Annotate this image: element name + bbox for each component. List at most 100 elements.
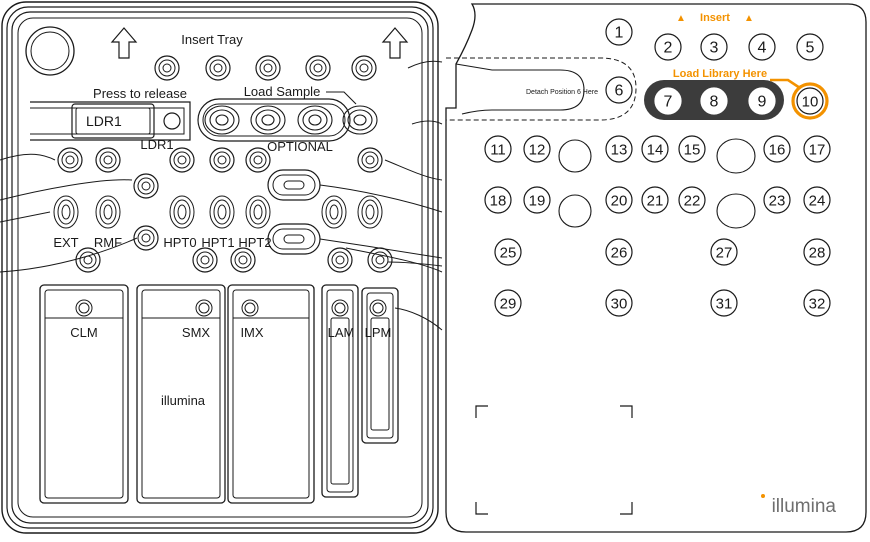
reagent-well-clm[interactable] <box>39 284 129 504</box>
load-sample-port[interactable] <box>204 105 240 135</box>
fluid-port[interactable] <box>95 147 121 173</box>
position-label: 26 <box>611 245 628 262</box>
detach-position-label: Detach Position 6 Here <box>526 89 598 96</box>
ldr1-slot-label: LDR1 <box>86 113 122 129</box>
fluid-port[interactable] <box>230 247 256 273</box>
position-26[interactable]: 26 <box>605 238 633 266</box>
position-8[interactable]: 8 <box>700 87 728 115</box>
well-port[interactable] <box>195 299 213 317</box>
port-group <box>53 55 393 317</box>
position-30[interactable]: 30 <box>605 289 633 317</box>
position-label: 13 <box>611 142 628 159</box>
position-25[interactable]: 25 <box>494 238 522 266</box>
position-label: 16 <box>769 142 786 159</box>
position-3[interactable]: 3 <box>700 33 728 61</box>
fluid-port-oval[interactable] <box>321 195 347 229</box>
fluid-port[interactable] <box>327 247 353 273</box>
fluid-port[interactable] <box>205 55 231 81</box>
position-12[interactable]: 12 <box>523 135 551 163</box>
position-15[interactable]: 15 <box>678 135 706 163</box>
position-label: 27 <box>716 245 733 262</box>
hpt1-label: HPT1 <box>201 235 234 250</box>
corner-bracket <box>620 405 633 418</box>
library-card-labels: ▲ Insert ▲ Load Library Here Detach Posi… <box>526 12 836 517</box>
position-2[interactable]: 2 <box>654 33 682 61</box>
position-5[interactable]: 5 <box>796 33 824 61</box>
position-label: 22 <box>684 193 701 210</box>
rmf-label: RMF <box>94 235 122 250</box>
well-port[interactable] <box>75 299 93 317</box>
position-31[interactable]: 31 <box>710 289 738 317</box>
load-sample-port[interactable] <box>342 105 378 135</box>
position-32[interactable]: 32 <box>803 289 831 317</box>
fluid-port[interactable] <box>169 147 195 173</box>
position-24[interactable]: 24 <box>803 186 831 214</box>
reagent-well-imx[interactable] <box>227 284 315 504</box>
position-14[interactable]: 14 <box>641 135 669 163</box>
fluid-port[interactable] <box>209 147 235 173</box>
position-28[interactable]: 28 <box>803 238 831 266</box>
position-11[interactable]: 11 <box>484 135 512 163</box>
fluid-port-oval[interactable] <box>209 195 235 229</box>
well-port[interactable] <box>241 299 259 317</box>
fluid-port[interactable] <box>245 147 271 173</box>
fluid-port[interactable] <box>57 147 83 173</box>
fluid-port[interactable] <box>154 55 180 81</box>
position-18[interactable]: 18 <box>484 186 512 214</box>
reagent-well-lam[interactable] <box>321 284 359 498</box>
position-1[interactable]: 1 <box>605 18 633 46</box>
position-label: 15 <box>684 142 701 159</box>
position-label: 6 <box>615 83 624 100</box>
fluid-port-oval[interactable] <box>53 195 79 229</box>
position-20[interactable]: 20 <box>605 186 633 214</box>
position-9[interactable]: 9 <box>748 87 776 115</box>
lam-label: LAM <box>328 325 355 340</box>
well-port[interactable] <box>369 299 387 317</box>
position-label: 9 <box>758 94 767 111</box>
position-19[interactable]: 19 <box>523 186 551 214</box>
position-13[interactable]: 13 <box>605 135 633 163</box>
fluid-port[interactable] <box>255 55 281 81</box>
position-7[interactable]: 7 <box>654 87 682 115</box>
fluid-port[interactable] <box>305 55 331 81</box>
reagent-well-lpm[interactable] <box>361 287 399 444</box>
position-4[interactable]: 4 <box>748 33 776 61</box>
well-port[interactable] <box>331 299 349 317</box>
fluid-port[interactable] <box>133 225 159 251</box>
position-16[interactable]: 16 <box>763 135 791 163</box>
position-22[interactable]: 22 <box>678 186 706 214</box>
blank-hole <box>716 138 756 174</box>
fluid-port-oval[interactable] <box>357 195 383 229</box>
position-29[interactable]: 29 <box>494 289 522 317</box>
fluid-port[interactable] <box>75 247 101 273</box>
ldr1-slot[interactable] <box>30 101 191 141</box>
fluid-port[interactable] <box>192 247 218 273</box>
fluid-port[interactable] <box>357 147 383 173</box>
ldr1-port[interactable] <box>163 112 181 130</box>
position-label: 14 <box>647 142 664 159</box>
position-10[interactable]: 10 <box>796 87 824 115</box>
fluid-port-oval[interactable] <box>169 195 195 229</box>
position-label: 18 <box>490 193 507 210</box>
cartridge-frame-outer <box>1 1 439 534</box>
fluid-port[interactable] <box>367 247 393 273</box>
position-17[interactable]: 17 <box>803 135 831 163</box>
fluid-port[interactable] <box>133 173 159 199</box>
fluid-port-oval[interactable] <box>95 195 121 229</box>
reagent-well-smx[interactable] <box>136 284 226 504</box>
corner-round-button[interactable] <box>25 26 75 76</box>
position-23[interactable]: 23 <box>763 186 791 214</box>
cartridge-frame-innermost <box>17 17 423 518</box>
hpt2-label: HPT2 <box>238 235 271 250</box>
fluid-port[interactable] <box>351 55 377 81</box>
position-6[interactable]: 6 <box>605 76 633 104</box>
fluid-port-oval[interactable] <box>245 195 271 229</box>
position-label: 1 <box>615 25 624 42</box>
position-21[interactable]: 21 <box>641 186 669 214</box>
lpm-label: LPM <box>365 325 392 340</box>
press-to-release-label: Press to release <box>93 86 187 101</box>
position-27[interactable]: 27 <box>710 238 738 266</box>
load-sample-port[interactable] <box>250 105 286 135</box>
load-sample-port[interactable] <box>297 105 333 135</box>
